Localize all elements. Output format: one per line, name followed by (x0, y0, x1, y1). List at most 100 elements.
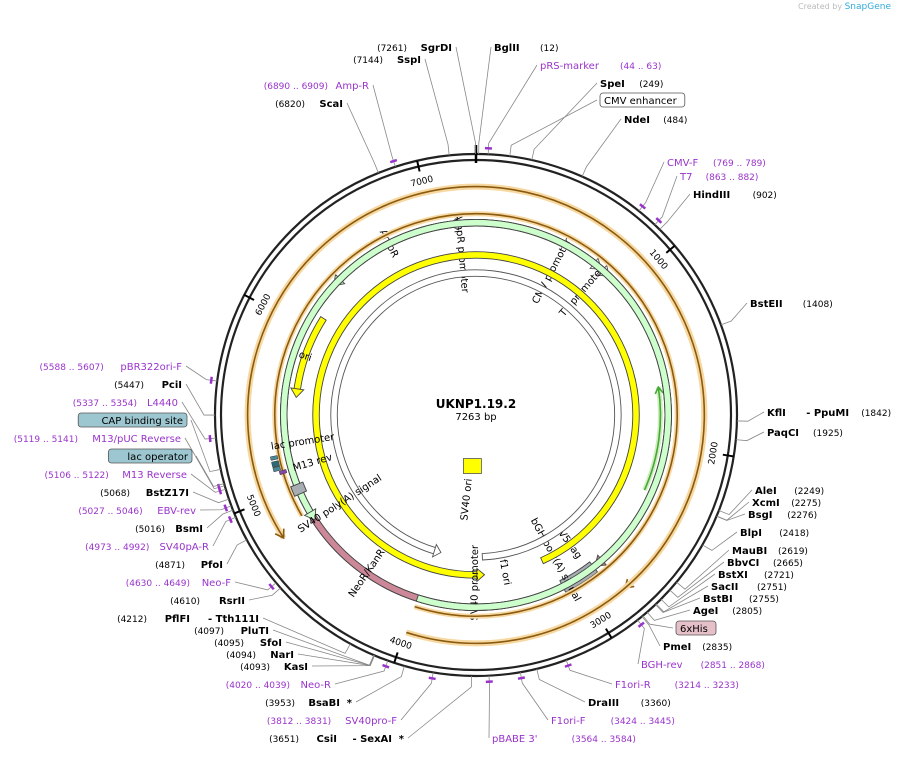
primer-mark (268, 583, 275, 591)
label-6xhis: 6xHis (675, 620, 717, 636)
leader-line (536, 668, 586, 703)
leader-line (581, 118, 622, 177)
label-name: KasI (284, 662, 308, 673)
label-name: BstZ17I (146, 488, 189, 499)
label-coord: (44 .. 63) (620, 62, 661, 72)
feature-sv40-promoter (330, 269, 622, 561)
label-coord: (4973 .. 4992) (85, 543, 149, 553)
label-coord: (2755) (749, 595, 779, 605)
label-pbabe-3: pBABE 3'(3564 .. 3584) (492, 734, 636, 745)
label-pluti: PluTI(4097) (194, 626, 269, 637)
leader-line (478, 46, 492, 155)
feature-cds-orange-2 (246, 185, 706, 645)
label-f1ori-f: F1ori-F(3424 .. 3445) (551, 716, 675, 727)
label-coord: (484) (663, 116, 687, 126)
tick-4000 (393, 652, 399, 664)
label-name: BstEII (750, 299, 783, 310)
label-sacii: SacII(2751) (711, 582, 787, 593)
label-name: PmeI (663, 642, 691, 653)
label-bsgi: BsgI(2276) (748, 510, 817, 521)
label-extra: - SexAI (352, 734, 392, 745)
label-alei: AleI(2249) (755, 486, 824, 497)
label-sfoi: SfoI (4095) (214, 638, 282, 649)
label-coord: (4095) (214, 639, 244, 649)
leader-line (400, 672, 434, 721)
leader-line (199, 505, 232, 511)
leader-line (190, 419, 221, 473)
leader-line (488, 675, 490, 739)
label-coord: (3214 .. 3233) (675, 681, 739, 691)
label-name: HindIII (693, 190, 730, 201)
leader-line (637, 619, 645, 665)
label-kfli: KflI- PpuMI(1842) (767, 408, 891, 419)
label-neo-f: Neo-F(4630 .. 4649) (126, 578, 232, 589)
tick-label: 2000 (707, 441, 721, 465)
label-coord: (5337 .. 5354) (73, 399, 137, 409)
label-coord: (2418) (779, 529, 809, 539)
tick-label: 7000 (410, 175, 435, 190)
label-coord: (5119 .. 5141) (14, 435, 78, 445)
label-amp-r: Amp-R(6890 .. 6909) (264, 81, 369, 92)
leader-line (226, 539, 247, 565)
label-coord: (3360) (641, 699, 671, 709)
label-name: Neo-R (301, 680, 332, 691)
label-name: SgrDI (421, 43, 452, 54)
label-name: DraIII (588, 698, 619, 709)
label-name: BGH-rev (641, 660, 683, 671)
leader-line (716, 513, 746, 521)
watermark-prefix: Created by (798, 2, 843, 11)
label-box (108, 448, 193, 464)
label-name: BglII (494, 43, 520, 54)
label-bbvci: BbvCI(2665) (727, 558, 803, 569)
primer-mark (227, 515, 233, 524)
label-name: AgeI (693, 606, 718, 617)
plasmid-name: UKNP1.19.2 (436, 397, 516, 411)
primer-mark (217, 487, 223, 495)
label-coord: (2249) (794, 487, 824, 497)
tick-2000 (722, 453, 734, 458)
label-coord: (4630 .. 4649) (126, 579, 190, 589)
label-rsrii: RsrII(4610) (170, 596, 245, 607)
watermark: Created by SnapGene (798, 2, 891, 12)
leader-line (646, 609, 691, 621)
label-name: BsgI (748, 510, 772, 521)
label-kasi: KasI(4093) (240, 662, 308, 673)
label-name: EBV-rev (157, 506, 196, 517)
primer-mark (517, 676, 526, 680)
label-box (599, 92, 686, 108)
label-f1ori-r: F1ori-R(3214 .. 3233) (615, 680, 739, 691)
leader-line (735, 431, 765, 442)
label-coord: (3953) (265, 699, 295, 709)
label-extra: - Tth111I (208, 614, 259, 625)
label-name: SfoI (260, 638, 282, 649)
label-name: MauBI (732, 546, 767, 557)
feature-ori-label: ori (297, 349, 313, 364)
leader-line (195, 455, 225, 487)
leader-line (355, 665, 405, 703)
leader-line (190, 473, 226, 493)
leader-line (519, 672, 549, 721)
primer-mark (564, 663, 572, 668)
leader-line (234, 581, 277, 591)
leader-line (372, 84, 396, 167)
label-prs-marker: pRS-marker(44 .. 63) (540, 61, 661, 72)
label-coord: (2835) (702, 643, 732, 653)
label-name: M13 Reverse (122, 470, 187, 481)
leader-line (531, 82, 598, 161)
label-name: CMV enhancer (604, 96, 678, 107)
label-coord: (2851 .. 2868) (701, 661, 765, 671)
label-name: lac operator (127, 452, 188, 463)
label-extra: (1842) (861, 409, 891, 419)
label-pcii: PciI(5447) (114, 380, 182, 391)
primer-mark (428, 676, 436, 681)
label-coord: (4212) (117, 615, 147, 625)
label-hindiii: HindIII(902) (693, 190, 777, 201)
label-coord: (5106 .. 5122) (45, 471, 109, 481)
primer-mark (382, 663, 390, 669)
label-coord: - PpuMI (806, 408, 849, 419)
leader-line (455, 46, 476, 155)
feature-cds-green (643, 386, 662, 491)
plasmid-length: 7263 bp (455, 412, 496, 423)
